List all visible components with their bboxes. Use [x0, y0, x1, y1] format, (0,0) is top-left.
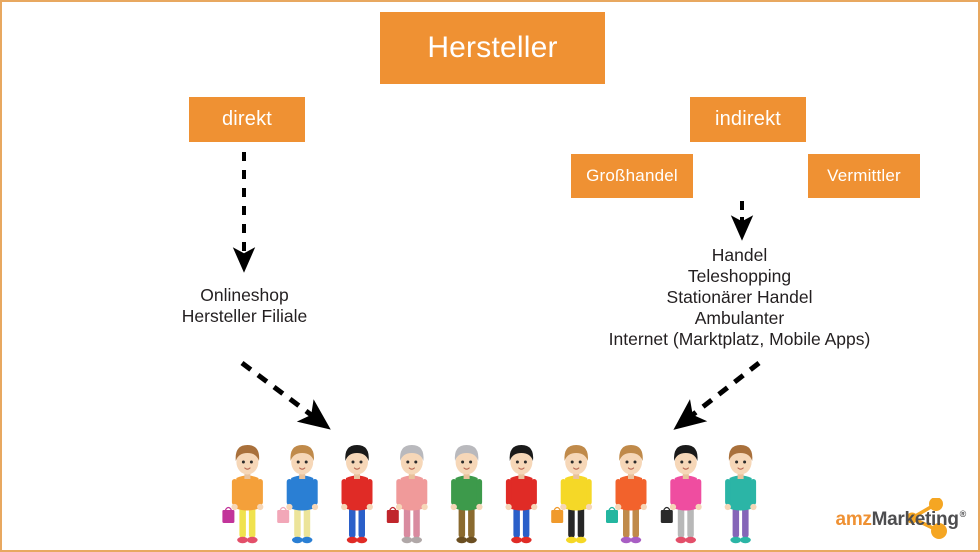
logo-amz: amz: [835, 508, 872, 530]
box-grosshandel: Großhandel: [571, 154, 693, 198]
logo-node-graphic: [906, 498, 947, 539]
shopper-figure: [341, 445, 373, 544]
shopper-figure: [386, 445, 428, 544]
indirekt-channel-item: Internet (Marktplatz, Mobile Apps): [608, 329, 871, 349]
shopper-figure: [660, 445, 702, 544]
direkt-channel-item: Onlineshop: [200, 285, 289, 305]
direkt-channel-item: Hersteller Filiale: [181, 306, 308, 326]
shopper-figure: [450, 445, 483, 544]
registered-trademark-icon: ®: [959, 509, 967, 520]
box-indirekt: indirekt: [690, 97, 806, 142]
shopper-figure: [724, 445, 757, 544]
arrow-indirekt-to-consumers: [673, 361, 761, 430]
box-vermittler-label: Vermittler: [827, 166, 901, 185]
shopper-figure: [505, 445, 538, 544]
indirekt-channel-item: Stationärer Handel: [666, 287, 813, 307]
box-indirekt-label: indirekt: [714, 108, 782, 130]
group-of-shoppers-illustration: [222, 445, 757, 544]
logo-wordmark: amzMarketing®: [835, 508, 967, 530]
indirekt-channel-item: Ambulanter: [694, 308, 785, 328]
shopper-figure: [551, 445, 593, 544]
box-direkt: direkt: [189, 97, 305, 142]
box-vermittler: Vermittler: [808, 154, 920, 198]
shopper-figure: [222, 445, 264, 544]
amz-marketing-logo: amzMarketing®: [835, 498, 967, 539]
direkt-channel-list: Onlineshop Hersteller Filiale: [2, 285, 487, 327]
arrow-direkt-to-consumers: [240, 361, 331, 430]
box-direkt-label: direkt: [221, 108, 273, 130]
indirekt-channel-item: Teleshopping: [687, 266, 792, 286]
indirekt-channel-list: Handel Teleshopping Stationärer Handel A…: [497, 245, 978, 350]
box-hersteller-label: Hersteller: [427, 31, 558, 64]
box-hersteller: Hersteller: [380, 12, 605, 84]
indirekt-channel-item: Handel: [711, 245, 768, 265]
shopper-figure: [277, 445, 319, 544]
logo-marketing: Marketing: [871, 508, 959, 530]
shopper-figure: [606, 445, 647, 544]
box-grosshandel-label: Großhandel: [586, 166, 678, 185]
